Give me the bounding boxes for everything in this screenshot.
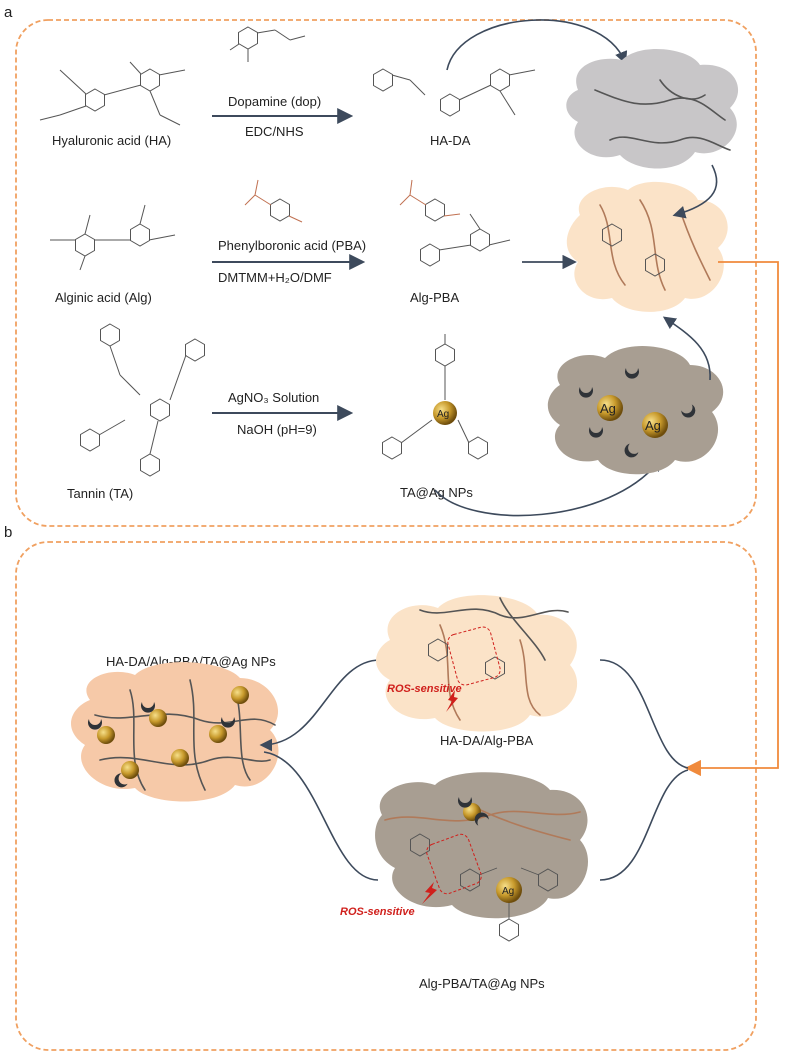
ha-structure	[39, 61, 186, 126]
alg-pba-structure	[399, 179, 511, 267]
upper-from-connector	[599, 659, 689, 769]
alginate-structure	[50, 204, 176, 271]
combined-gel-cloud-a	[566, 181, 728, 312]
ta-ag-nanoparticle	[433, 401, 457, 425]
ha-reagent-label: Dopamine (dop)	[228, 94, 321, 109]
ha-reactant-label: Hyaluronic acid (HA)	[52, 133, 171, 148]
ha-da-gel-cloud	[566, 49, 739, 169]
panel-a-border	[15, 19, 757, 527]
alg-condition-label: DMTMM+H₂O/DMF	[218, 270, 332, 285]
ha-da-alg-pba-label: HA-DA/Alg-PBA	[440, 733, 534, 748]
alg-pba-ta-ag-cloud	[375, 772, 589, 919]
lower-from-connector	[599, 769, 689, 881]
final-hydrogel-network	[88, 679, 276, 791]
dopamine-structure	[229, 26, 306, 62]
panel-b-border	[15, 541, 757, 1051]
ta-ag-to-cloud-arrow	[434, 457, 662, 517]
ta-reagent-label: AgNO₃ Solution	[228, 390, 319, 405]
alg-pba-ta-ag-particle-label: Ag	[502, 886, 514, 897]
ha-da-alg-pba-network	[419, 597, 569, 721]
ha-da-product-label: HA-DA	[430, 133, 471, 148]
alg-pba-product-label: Alg-PBA	[410, 290, 459, 305]
panel-a-label: a	[4, 4, 13, 21]
ros-label-lower: ROS-sensitive	[340, 906, 415, 918]
ta-ag-particle-label: Ag	[437, 409, 449, 420]
alg-reactant-label: Alginic acid (Alg)	[55, 290, 152, 305]
brown-to-cream-arrow	[662, 316, 711, 381]
ta-reactant-label: Tannin (TA)	[67, 486, 133, 501]
ta-ag-cloud-label-2: Ag	[645, 418, 661, 433]
ha-condition-label: EDC/NHS	[245, 124, 304, 139]
ta-ag-cloud	[547, 346, 724, 475]
ha-da-structure	[373, 68, 536, 117]
ta-ag-structure	[382, 334, 488, 460]
final-hydrogel-label: HA-DA/Alg-PBA/TA@Ag NPs	[106, 654, 276, 669]
upper-to-final-arrow	[259, 659, 381, 752]
ros-label-upper: ROS-sensitive	[387, 683, 462, 695]
ta-ag-cloud-label-1: Ag	[600, 401, 616, 416]
alg-pba-ta-ag-network	[384, 797, 581, 942]
ha-da-to-gel-arrow	[446, 19, 628, 71]
panel-connector-arrow	[684, 261, 779, 777]
ta-ag-cloud-particles	[579, 368, 698, 461]
tannin-structure	[80, 323, 205, 477]
panel-b-label: b	[4, 524, 12, 541]
pba-structure	[244, 179, 303, 223]
ta-condition-label: NaOH (pH=9)	[237, 422, 317, 437]
alg-pba-ta-ag-label: Alg-PBA/TA@Ag NPs	[419, 976, 545, 991]
ha-da-alg-pba-cloud	[376, 595, 578, 732]
gray-to-cream-arrow	[672, 164, 718, 219]
alg-reagent-label: Phenylboronic acid (PBA)	[218, 238, 366, 253]
lower-to-final-arrow	[263, 751, 379, 881]
ha-da-gel-chains	[594, 79, 731, 151]
